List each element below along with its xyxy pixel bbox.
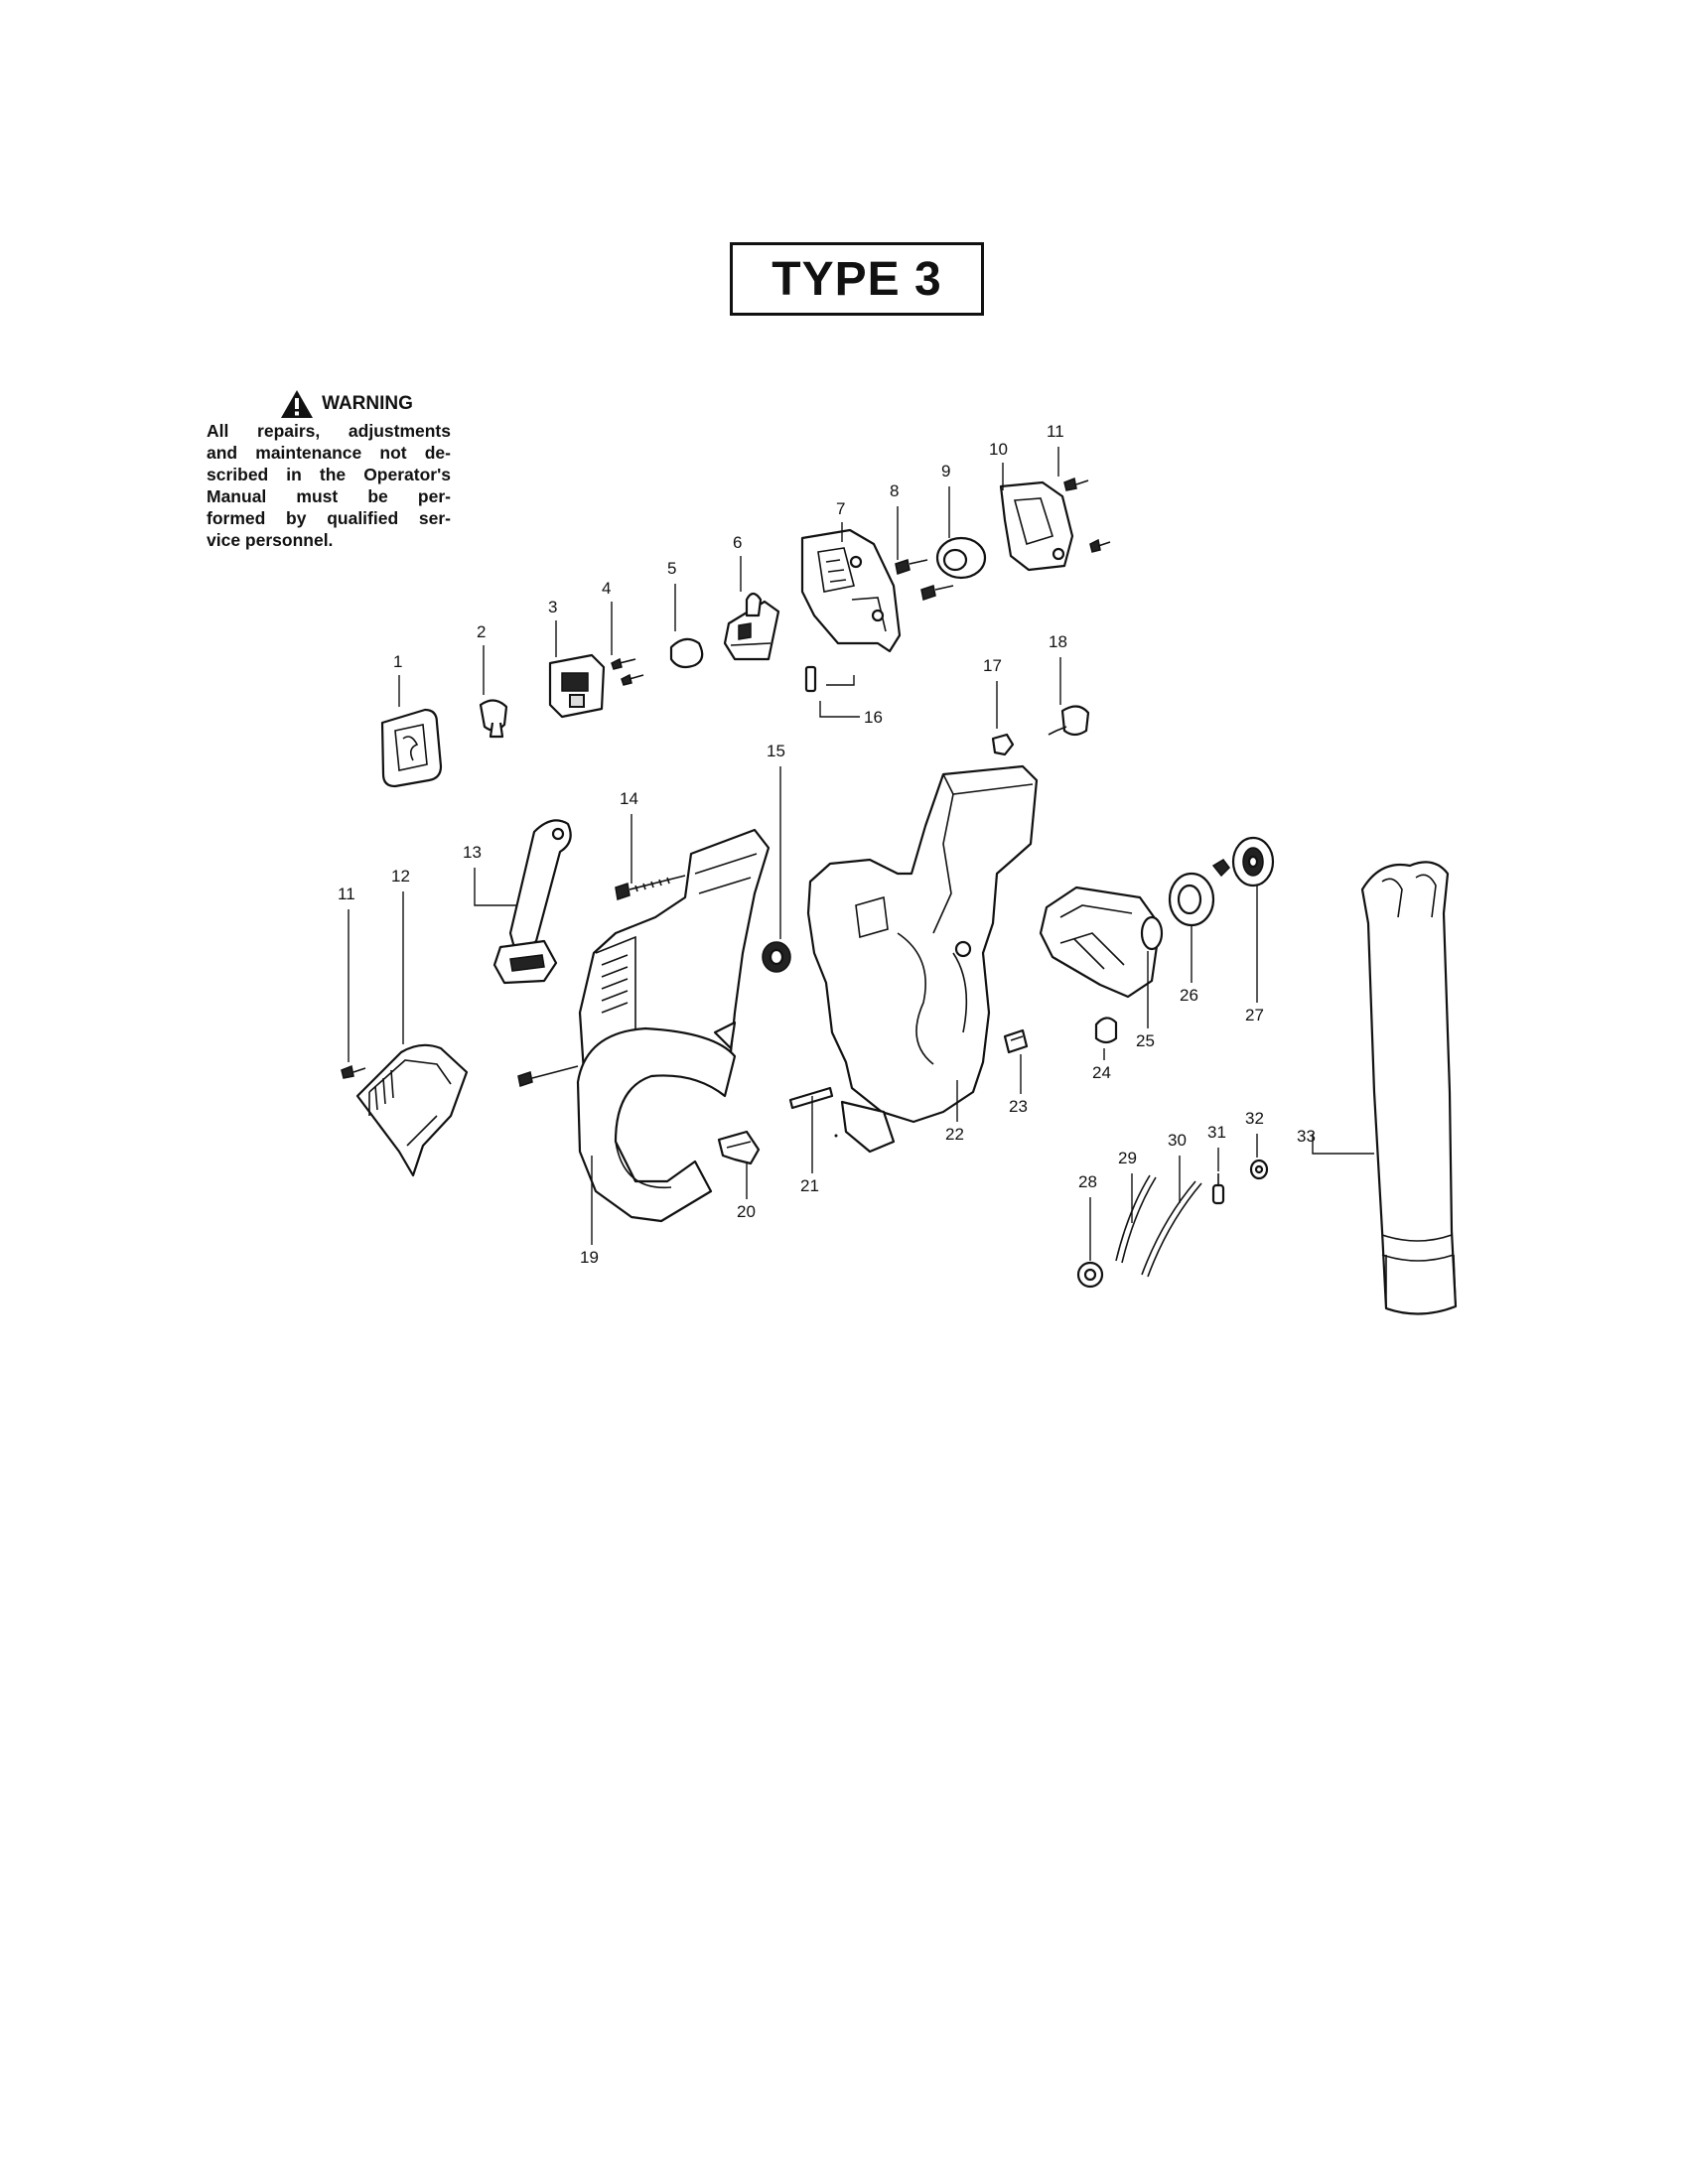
callout-5: 5 (667, 559, 676, 578)
warning-line: Manual must be per- (207, 486, 451, 506)
warning-body: All repairs, adjustments and maintenance… (207, 420, 451, 551)
callout-11-top: 11 (1047, 422, 1064, 441)
callout-30: 30 (1168, 1131, 1187, 1150)
part-15-gear (762, 941, 791, 973)
part-20-latch (717, 1130, 761, 1165)
warning-icon (281, 390, 314, 418)
warning-line: vice personnel. (207, 530, 334, 550)
part-21-pin (788, 1086, 834, 1110)
part-24-plug (1094, 1017, 1118, 1044)
callout-25: 25 (1136, 1031, 1155, 1050)
warning-heading-text: WARNING (322, 393, 413, 414)
part-30-fuel-line (1141, 1180, 1202, 1278)
callout-3: 3 (548, 598, 557, 616)
part-14-screw (615, 875, 686, 900)
callout-20: 20 (737, 1202, 756, 1221)
title-text: TYPE 3 (772, 252, 942, 306)
callout-13: 13 (463, 843, 482, 862)
callout-8: 8 (890, 481, 899, 500)
callout-17: 17 (983, 656, 1002, 675)
part-26-ring (1168, 872, 1215, 927)
callout-23: 23 (1009, 1097, 1028, 1116)
part-housing-screw (517, 1065, 579, 1087)
callout-31: 31 (1207, 1123, 1226, 1142)
warning-line: formed by qualified ser- (207, 508, 451, 528)
callout-27: 27 (1245, 1006, 1264, 1024)
part-22-housing-right (806, 764, 1039, 1154)
callout-6: 6 (733, 533, 742, 552)
callout-14: 14 (620, 789, 638, 808)
part-25-intake-cover (1039, 886, 1164, 999)
callout-24: 24 (1092, 1063, 1111, 1082)
part-3-carburetor-adapter (548, 653, 606, 719)
part-13-handle (492, 819, 572, 985)
part-5-cap (669, 637, 704, 669)
part-17-nut (991, 733, 1015, 756)
part-27-fan-nut (1211, 836, 1275, 887)
part-11-screws-top (1063, 477, 1111, 553)
part-8-screws (895, 559, 954, 601)
part-6-carburetor (723, 592, 780, 661)
callout-22: 22 (945, 1125, 964, 1144)
callout-10: 10 (989, 440, 1008, 459)
callout-18: 18 (1049, 632, 1067, 651)
callout-32: 32 (1245, 1109, 1264, 1128)
part-7-fan-housing (800, 528, 902, 653)
part-12-guard (355, 1043, 469, 1177)
warning-notice: WARNING All repairs, adjustments and mai… (207, 389, 451, 551)
callout-11-left: 11 (338, 885, 355, 903)
part-28-washer (1076, 1261, 1104, 1289)
callout-26: 26 (1180, 986, 1198, 1005)
callout-29: 29 (1118, 1149, 1137, 1167)
callout-12: 12 (391, 867, 410, 886)
part-2-knob (479, 699, 508, 739)
part-9-ring (935, 536, 987, 580)
callout-9: 9 (941, 462, 950, 480)
callout-21: 21 (800, 1176, 819, 1195)
part-18-knob (1048, 705, 1090, 737)
part-32-grommet (1249, 1159, 1269, 1180)
part-29-fuel-line (1115, 1174, 1157, 1264)
part-16-insert (804, 665, 817, 693)
part-23-clip (1003, 1028, 1029, 1054)
callout-4: 4 (602, 579, 611, 598)
callout-1: 1 (393, 652, 402, 671)
warning-line: All repairs, adjustments (207, 421, 451, 441)
stray-mark (834, 1134, 838, 1138)
part-11-screw-left (341, 1064, 366, 1079)
callout-28: 28 (1078, 1172, 1097, 1191)
callout-33: 33 (1297, 1127, 1316, 1146)
part-10-bracket (999, 480, 1074, 572)
part-19-housing-left (576, 828, 771, 1223)
part-31-fuel-filter (1211, 1173, 1225, 1205)
warning-line: scribed in the Operator's (207, 465, 451, 484)
warning-line: and maintenance not de- (207, 443, 451, 463)
callout-2: 2 (477, 622, 486, 641)
callout-19: 19 (580, 1248, 599, 1267)
callout-7: 7 (836, 499, 845, 518)
part-4-screws (611, 657, 644, 686)
part-33-blower-tube (1360, 861, 1458, 1315)
part-1-air-filter (380, 708, 443, 788)
warning-heading: WARNING (207, 389, 451, 419)
callout-16: 16 (864, 708, 883, 727)
callout-15: 15 (767, 742, 785, 760)
diagram-title: TYPE 3 (730, 242, 984, 316)
